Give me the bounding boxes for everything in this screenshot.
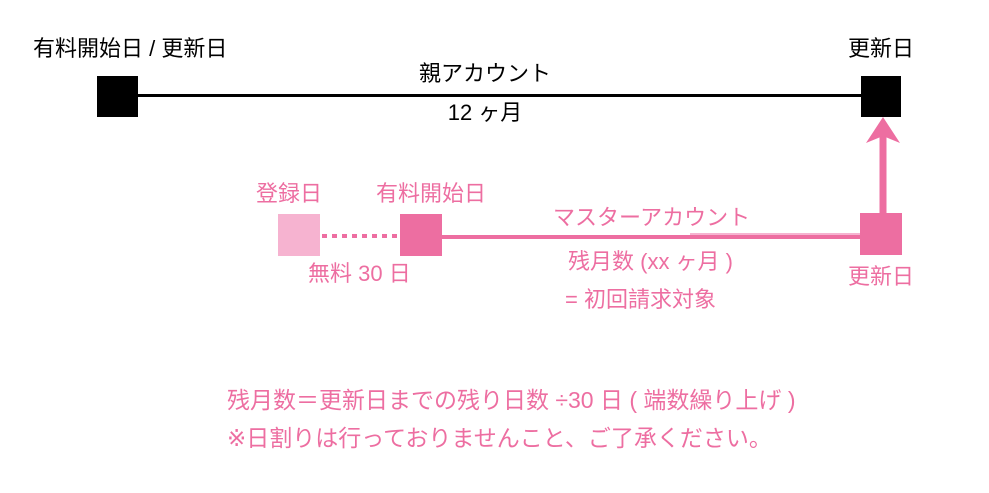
parent-timeline-line — [138, 94, 861, 97]
master-renewal-label: 更新日 — [847, 264, 914, 289]
parent-renewal-marker — [861, 76, 901, 117]
master-account-label: マスターアカウント — [553, 205, 751, 230]
parent-account-label: 親アカウント — [418, 61, 551, 86]
parent-renewal-label: 更新日 — [847, 36, 914, 61]
free-period-label: 無料 30 日 — [308, 261, 411, 286]
note-formula: 残月数＝更新日までの残り日数 ÷30 日 ( 端数繰り上げ ) — [227, 387, 796, 413]
note-disclaimer: ※日割りは行っておりませんこと、ご了承ください。 — [227, 425, 772, 451]
parent-start-label: 有料開始日 / 更新日 — [33, 36, 228, 61]
remaining-months-label: 残月数 (xx ヶ月 ) — [568, 249, 733, 274]
paid-start-marker — [400, 214, 442, 256]
up-arrow-icon — [866, 117, 900, 215]
master-renewal-marker — [860, 213, 902, 255]
parent-start-marker — [97, 76, 138, 117]
initial-billing-label: = 初回請求対象 — [565, 287, 716, 312]
master-timeline-line-highlight — [690, 233, 860, 235]
parent-duration-label: 12 ヶ月 — [447, 100, 523, 125]
paid-start-label: 有料開始日 — [376, 181, 487, 206]
registration-marker — [278, 214, 320, 256]
free-trial-dotted-line — [322, 234, 400, 238]
master-timeline-line — [442, 235, 860, 239]
registration-label: 登録日 — [255, 181, 322, 206]
